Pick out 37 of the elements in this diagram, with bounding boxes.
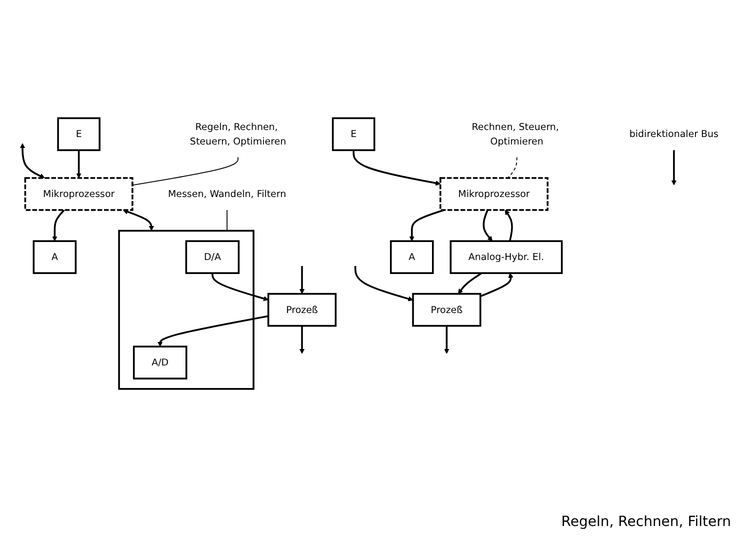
node-box: Prozeß — [267, 292, 337, 327]
cluster — [118, 230, 254, 390]
node-box: Prozeß — [412, 292, 482, 327]
arrow — [299, 266, 305, 294]
note-text: Regeln, Rechnen, Filtern — [561, 514, 731, 530]
arrow — [458, 272, 482, 294]
arrow — [20, 143, 45, 178]
arrow — [409, 209, 444, 242]
arrow — [480, 272, 514, 298]
node-box: A/D — [132, 346, 188, 380]
arrow — [352, 150, 441, 186]
arrow — [504, 210, 513, 242]
node-box: Analog-Hybr. El. — [450, 240, 563, 274]
arrow — [671, 150, 677, 186]
node-box: D/A — [185, 240, 240, 274]
node-box: Mikroprozessor — [24, 177, 134, 211]
node-box: E — [332, 117, 376, 152]
arrow — [482, 210, 493, 242]
arrow — [444, 326, 450, 354]
arrow — [354, 266, 414, 302]
arrow — [76, 150, 82, 178]
node-box: E — [57, 117, 100, 152]
arrow — [52, 209, 65, 242]
node-box: A — [32, 240, 77, 274]
arrow — [212, 273, 269, 302]
node-text: Messen, Wandeln, Filtern — [168, 188, 286, 200]
connector — [226, 210, 228, 232]
node-text: bidirektionaler Bus — [629, 128, 718, 140]
arrow — [122, 209, 154, 231]
node-text: Rechnen, Steuern, Optimieren — [472, 121, 559, 147]
arrow — [299, 326, 305, 354]
connector — [507, 156, 518, 178]
connector — [132, 156, 238, 186]
node-box: A — [390, 240, 434, 274]
arrow — [158, 315, 268, 347]
node-box: Mikroprozessor — [440, 177, 548, 211]
node-text: Regeln, Rechnen, Steuern, Optimieren — [190, 121, 286, 147]
